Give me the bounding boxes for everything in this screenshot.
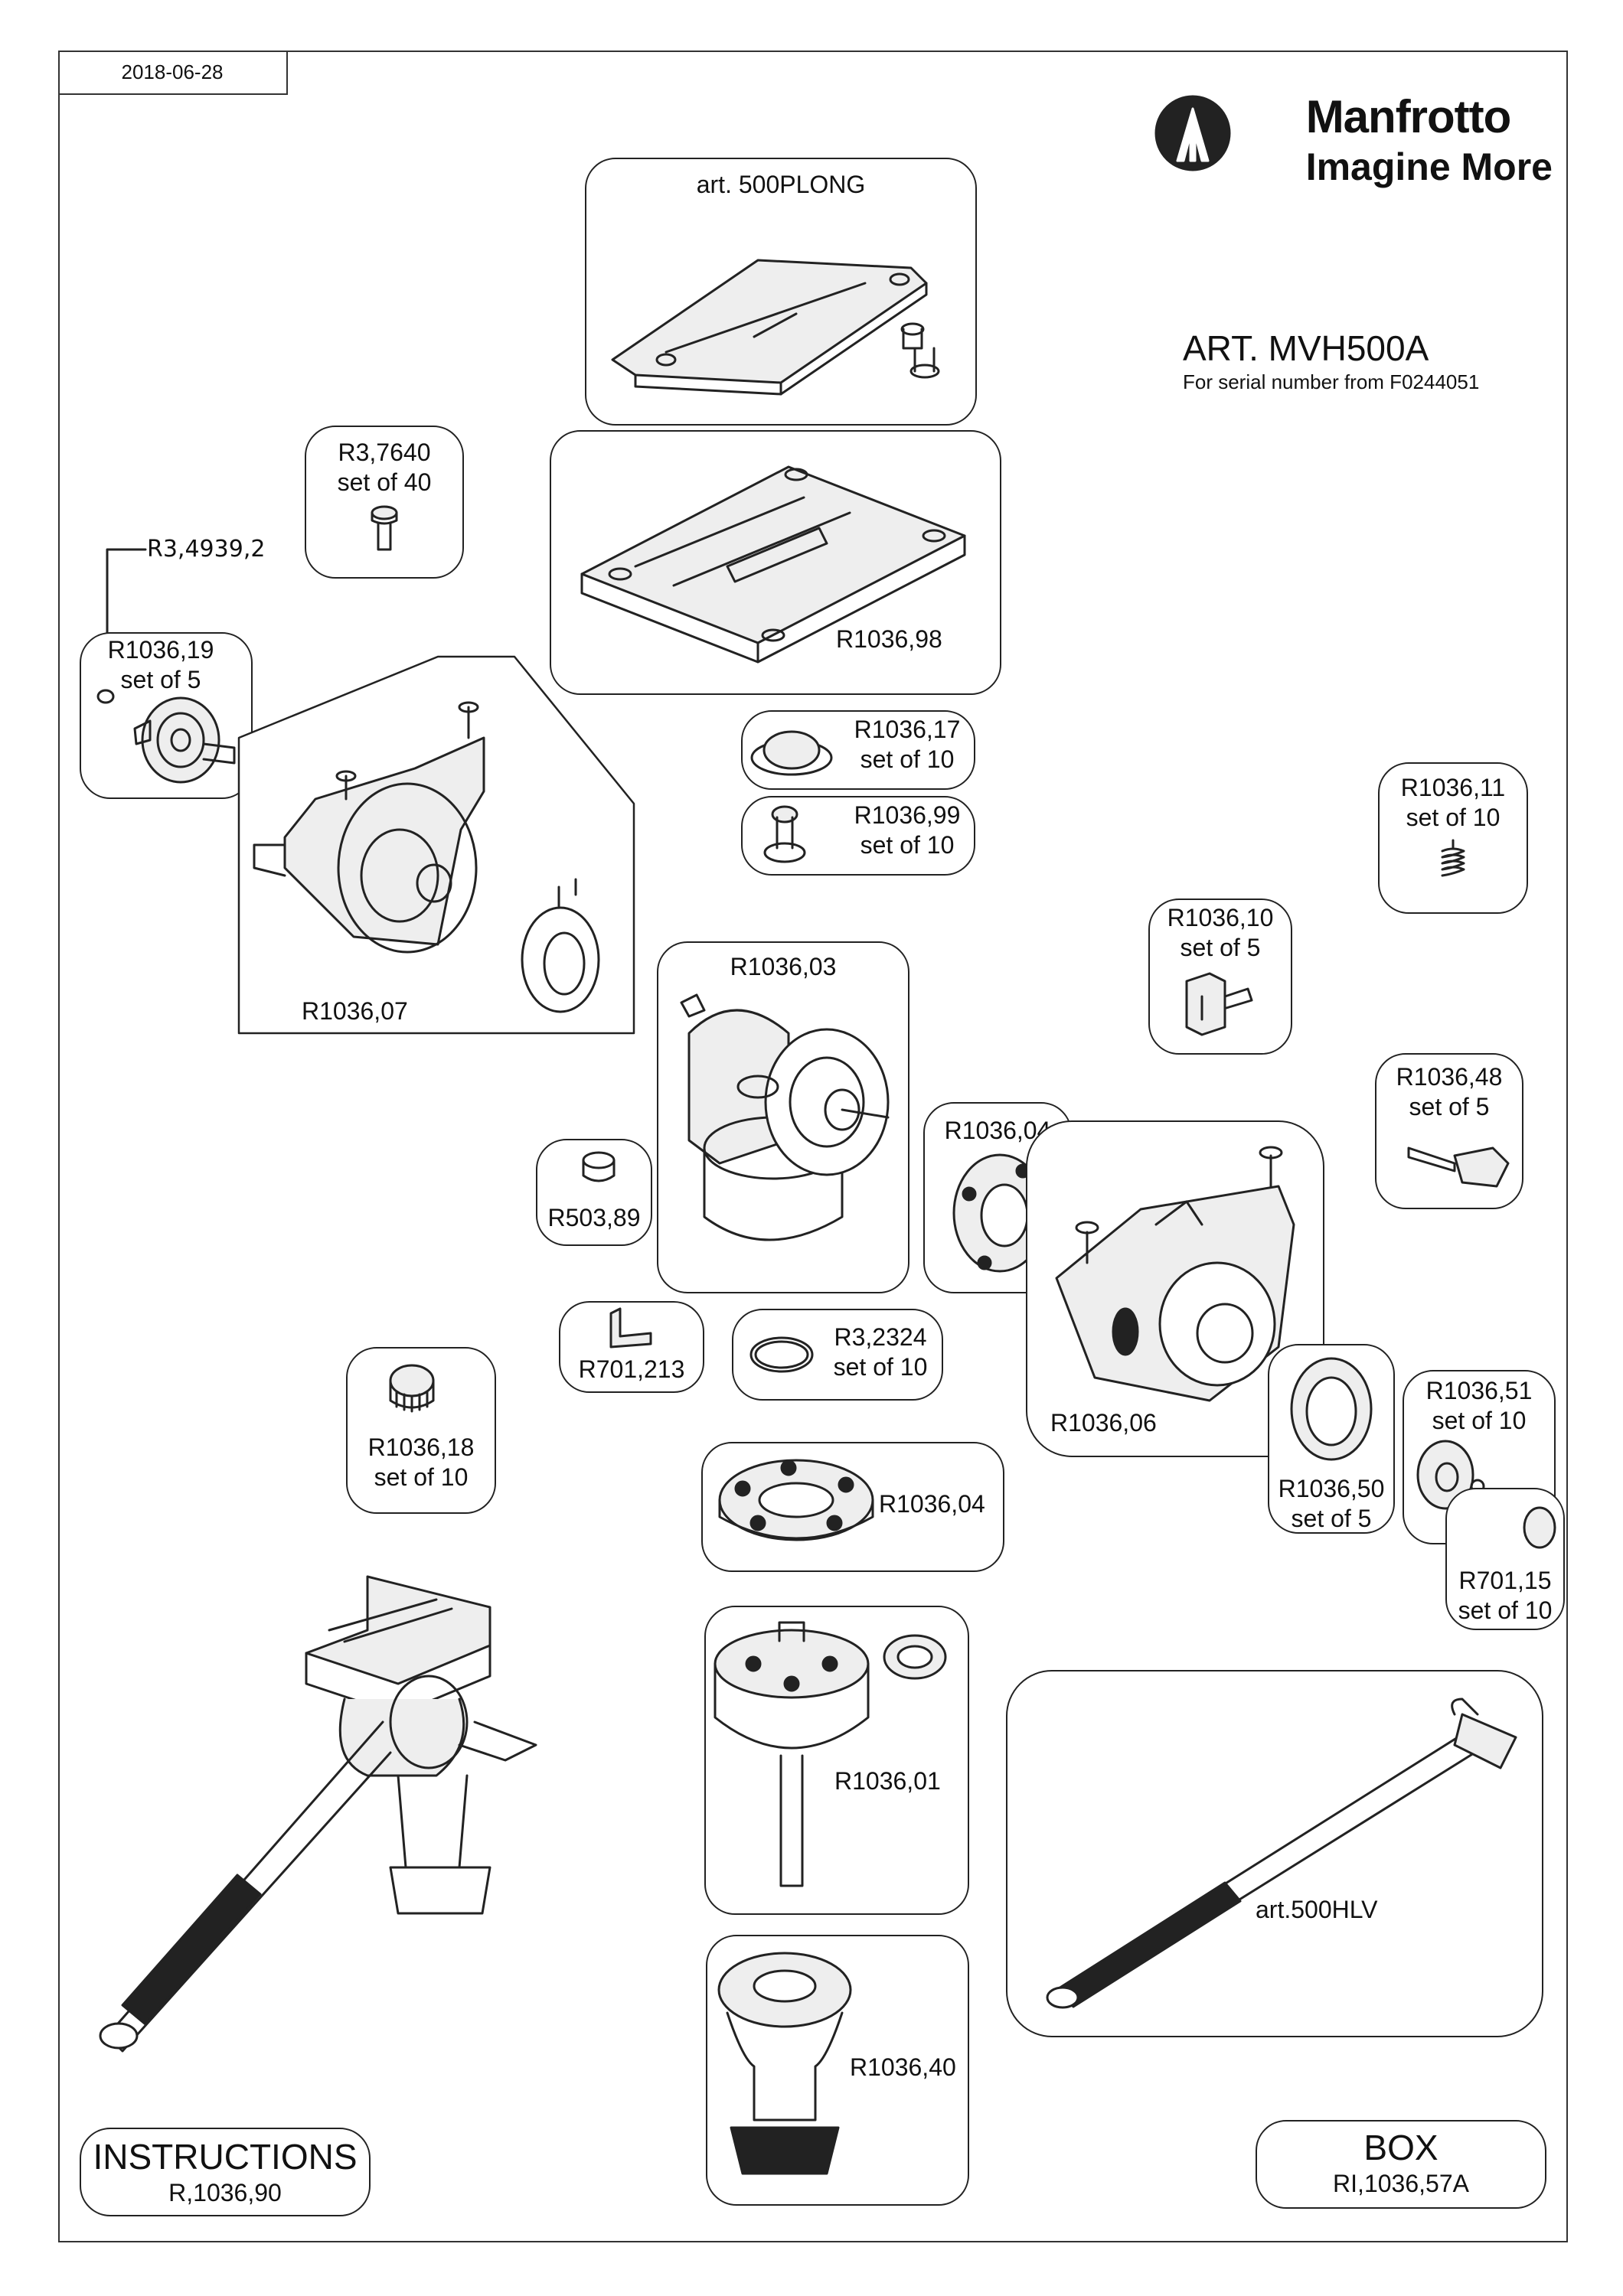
split-ring-icon (582, 1151, 616, 1182)
part-r1036-40-label: R1036,40 (850, 2053, 956, 2081)
instructions-box (80, 2128, 371, 2216)
plate-housing-icon (580, 465, 966, 664)
screw-icon (371, 505, 398, 551)
serial-note: For serial number from F0244051 (1183, 370, 1480, 393)
washer-cap-icon (750, 730, 833, 776)
part-500plong-label: art. 500PLONG (696, 171, 866, 198)
manfrotto-logo-icon (1154, 95, 1231, 171)
part-r1036-03-label: R1036,03 (730, 953, 837, 980)
part-500hlv-label: art.500HLV (1256, 1896, 1378, 1923)
part-r503-89 (536, 1139, 652, 1246)
box-label: BOX RI,1036,57A (1333, 2128, 1469, 2198)
locking-knob-icon (1407, 1146, 1510, 1188)
bearing-ring-icon (952, 1153, 1047, 1273)
knob-assembly-icon (96, 689, 236, 784)
part-r503-89-label: R503,89 (547, 1204, 641, 1231)
quick-release-plate-icon (611, 259, 940, 396)
part-r1036-07-label: R1036,07 (302, 997, 408, 1025)
part-r1036-06-label: R1036,06 (1050, 1409, 1157, 1437)
lever-clamp-icon (1185, 972, 1253, 1036)
pan-housing-icon (1055, 1146, 1295, 1402)
knurled-knob-icon (389, 1364, 435, 1413)
pan-bar-handle-icon (1046, 1698, 1517, 2009)
part-r1036-04-b-label: R1036,04 (879, 1490, 985, 1518)
part-r1036-04-a-label: R1036,04 (944, 1117, 1051, 1144)
half-ball-handle-icon (717, 1952, 852, 2175)
callout-code: R3,4939,2 (147, 536, 266, 563)
brand-name: Manfrotto (1305, 91, 1512, 142)
assembled-head-icon (99, 1575, 537, 2053)
clip-icon (609, 1307, 652, 1349)
tilt-housing-icon (680, 993, 890, 1241)
callout-leader-icon (106, 548, 147, 660)
seal-ring-icon (1290, 1357, 1373, 1461)
date-label: 2018-06-28 (58, 51, 288, 95)
part-r1036-98-label: R1036,98 (836, 625, 942, 653)
part-r701-213 (559, 1301, 704, 1393)
bearing-washer-icon (883, 1634, 947, 1680)
part-r3-7640 (305, 426, 464, 579)
bearing-ring-bottom-icon (718, 1459, 874, 1541)
o-ring-icon (749, 1336, 814, 1373)
brand-tagline: Imagine More (1305, 145, 1553, 188)
spring-icon (1441, 839, 1465, 877)
part-r1036-11 (1378, 762, 1528, 914)
leveling-bowl-icon (714, 1621, 870, 1887)
brand-block: Manfrotto Imagine More (1306, 90, 1553, 189)
part-r1036-07 (237, 655, 635, 1035)
plug-cap-icon (1523, 1506, 1556, 1549)
part-r3-2324 (732, 1309, 943, 1401)
part-r1036-01-label: R1036,01 (834, 1767, 941, 1795)
instructions-label: INSTRUCTIONS R,1036,90 (93, 2137, 358, 2207)
sheet-frame (58, 51, 1568, 2242)
part-r701-213-label: R701,213 (578, 1355, 685, 1383)
bushing-icon (763, 805, 806, 863)
box-box (1256, 2120, 1546, 2209)
product-article: ART. MVH500A (1183, 328, 1429, 368)
